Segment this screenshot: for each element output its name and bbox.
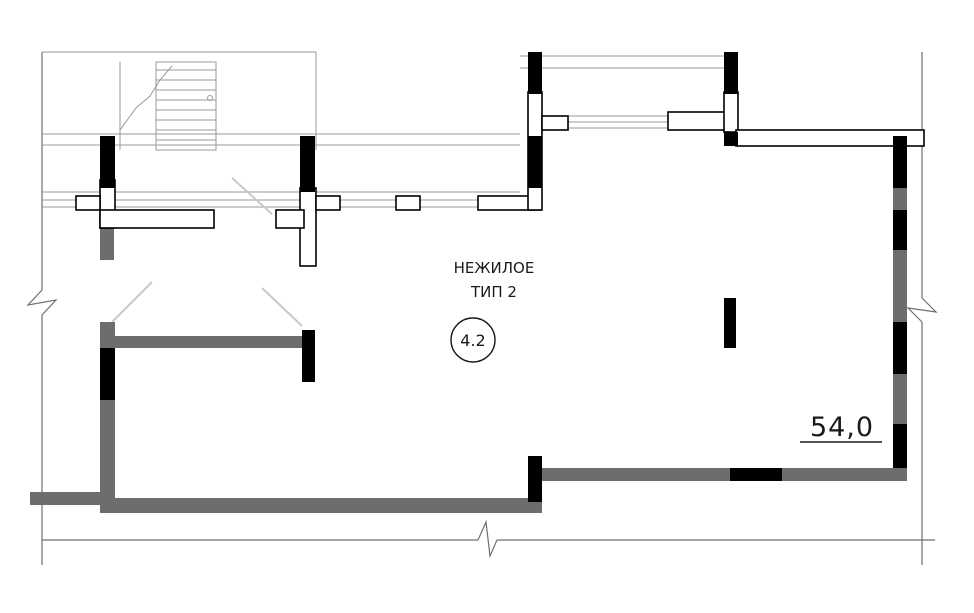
boundary-lines — [26, 52, 938, 565]
gray-walls — [30, 112, 907, 513]
staircase — [42, 51, 726, 208]
room-name-line1: НЕЖИЛОЕ — [454, 259, 535, 277]
door-swings — [111, 177, 303, 327]
room-area: 54,0 — [810, 412, 874, 443]
hollow-walls — [75, 91, 925, 267]
room-number: 4.2 — [460, 331, 485, 350]
room-name-line2: ТИП 2 — [470, 283, 517, 301]
room-number-circle — [450, 317, 496, 363]
black-columns — [100, 52, 907, 502]
